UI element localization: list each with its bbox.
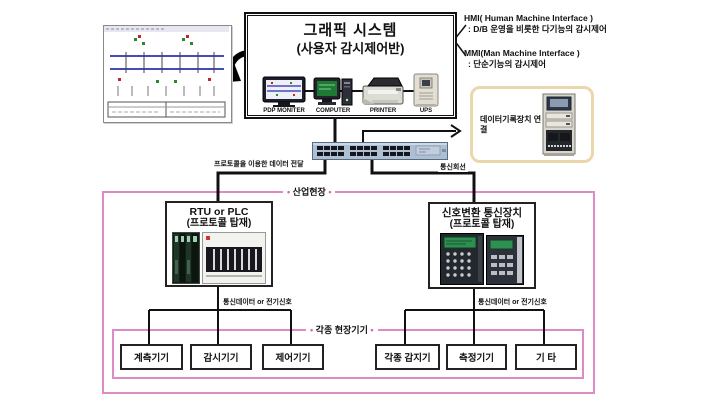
hmi-description: : D/B 운영을 비롯한 다기능의 감시제어 [468, 24, 607, 34]
graphic-system-title: 그래픽 시스템 [303, 22, 398, 39]
comm-line-label: 통신회선 [438, 162, 468, 172]
device-row: PDP MONITER COMPUTER [254, 62, 447, 114]
converter-title: 신호변환 통신장치 [441, 207, 523, 219]
bullet-icon: • [310, 325, 314, 335]
pdp-monitor-device: PDP MONITER [262, 76, 306, 114]
arrowhead-recorder [450, 124, 462, 138]
plc-modules-icon [172, 232, 200, 284]
rtu-signal-label: 통신데이터 or 전기신호 [221, 297, 294, 307]
pdp-monitor-icon [262, 76, 306, 107]
scada-screenshot-thumbnail [103, 25, 232, 123]
data-recorder-box: 데이터기록장치 연결 [470, 86, 594, 163]
rtu-images [172, 232, 266, 284]
device-label: PRINTER [369, 108, 397, 114]
mmi-description: : 단순기능의 감시제어 [468, 59, 546, 69]
field-devices-label: • 각종 현장기기 • [306, 323, 378, 336]
field-box-monitoring: 감시기기 [190, 344, 252, 370]
computer-icon [313, 77, 353, 106]
printer-icon [362, 77, 404, 105]
network-switch-icon [312, 142, 448, 160]
device-label: UPS [419, 108, 433, 114]
graphic-system-box: 그래픽 시스템 (사용자 감시제어반) PDP MONITER [244, 12, 457, 119]
industrial-site-region [102, 191, 595, 394]
graphic-system-subtitle: (사용자 감시제어반) [296, 41, 405, 56]
mmi-title: MMI(Man Machine Interface ) [464, 48, 580, 58]
field-box-control: 제어기기 [262, 344, 324, 370]
converter-signal-label: 통신데이터 or 전기신호 [476, 297, 549, 307]
rtu-subtitle: (프로토콜 탑재) [186, 218, 252, 229]
ups-icon [413, 73, 439, 107]
plc-rack-icon [202, 232, 266, 284]
rtu-title: RTU or PLC [189, 206, 249, 218]
computer-device: COMPUTER [313, 76, 353, 114]
field-box-measuring: 계측기기 [120, 344, 183, 370]
field-box-metering: 측정기기 [446, 344, 507, 370]
network-switch [312, 142, 448, 160]
printer-device: PRINTER [360, 76, 406, 114]
rtu-plc-box: RTU or PLC (프로토콜 탑재) [165, 201, 273, 287]
hmi-title: HMI( Human Machine Interface ) [464, 13, 593, 23]
converter-device-small-icon [486, 235, 524, 285]
industrial-site-label: • 산업현장 • [283, 185, 336, 198]
data-recorder-label: 데이터기록장치 연결 [480, 114, 542, 134]
ups-device: UPS [413, 73, 439, 114]
bullet-icon: • [328, 187, 332, 197]
field-box-sensors: 각종 감지기 [375, 344, 440, 370]
bullet-icon: • [370, 325, 374, 335]
protocol-transfer-label: 프로토콜을 이용한 데이터 전달 [212, 159, 306, 169]
signal-converter-box: 신호변환 통신장치 (프로토콜 탑재) [428, 202, 536, 289]
device-label: PDP MONITER [263, 108, 305, 114]
converter-device-icon [440, 233, 484, 285]
field-box-etc: 기 타 [515, 344, 577, 370]
recorder-rack-icon [542, 93, 576, 156]
converter-subtitle: (프로토콜 탑재) [449, 219, 515, 230]
device-label: COMPUTER [315, 108, 351, 114]
hmi-mmi-note: HMI( Human Machine Interface ) : D/B 운영을… [464, 13, 684, 83]
converter-images [440, 233, 524, 285]
scada-screen-graphic [104, 26, 229, 118]
bullet-icon: • [287, 187, 291, 197]
